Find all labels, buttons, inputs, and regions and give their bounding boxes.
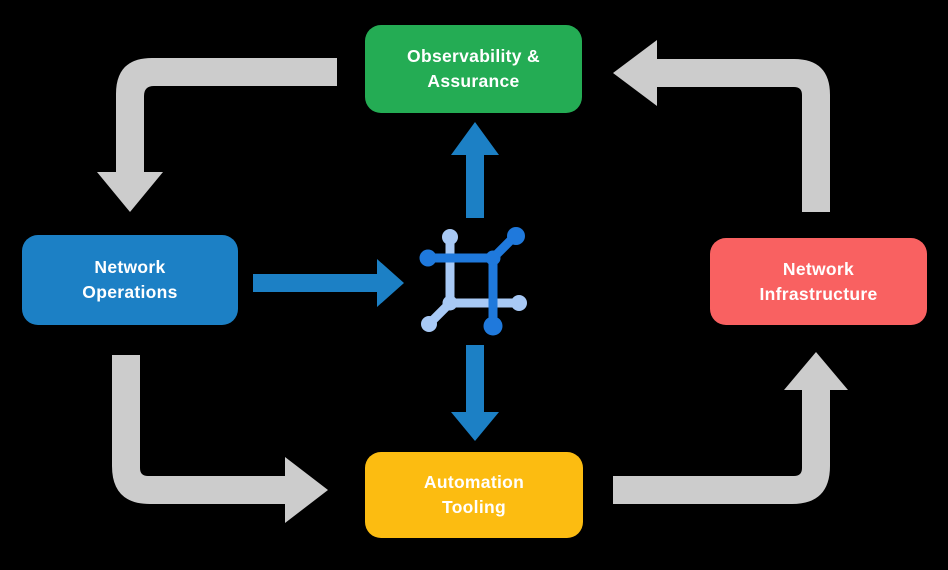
flow-arrow-center-to-observability: [451, 122, 499, 218]
node-label-line: Automation: [423, 472, 525, 493]
node-network-operations: Network Operations: [22, 235, 238, 325]
node-label-line: Network: [94, 257, 166, 278]
mesh-node-top: [442, 229, 458, 245]
mesh-corner-top-right: [485, 250, 501, 266]
mesh-corner-bottom-left: [442, 295, 458, 311]
node-automation-tooling: Automation Tooling: [365, 452, 583, 538]
mesh-node-top-right: [507, 227, 525, 245]
cycle-arrow-automation-to-infrastructure: [613, 352, 848, 504]
node-label-line: Operations: [82, 282, 178, 302]
node-label-line: Assurance: [427, 71, 520, 91]
mesh-node-bottom-left: [421, 316, 437, 332]
network-mesh-icon: [419, 227, 527, 336]
cycle-arrow-infrastructure-to-observability: [613, 40, 830, 212]
node-label-line: Network: [782, 258, 855, 279]
mesh-node-bottom: [483, 316, 503, 336]
node-label-line: Infrastructure: [759, 283, 878, 304]
flow-arrow-operations-to-center: [253, 259, 404, 307]
cycle-arrow-observability-to-operations: [97, 58, 337, 212]
node-label-line: Tooling: [442, 497, 506, 517]
node-label-line: Observability &: [407, 46, 540, 67]
node-network-infrastructure: Network Infrastructure: [710, 238, 927, 325]
cycle-arrow-operations-to-automation: [112, 355, 328, 523]
flow-arrow-center-to-automation: [451, 345, 499, 441]
mesh-node-left: [419, 249, 437, 267]
node-observability-assurance: Observability & Assurance: [365, 25, 582, 113]
mesh-node-right: [511, 295, 527, 311]
